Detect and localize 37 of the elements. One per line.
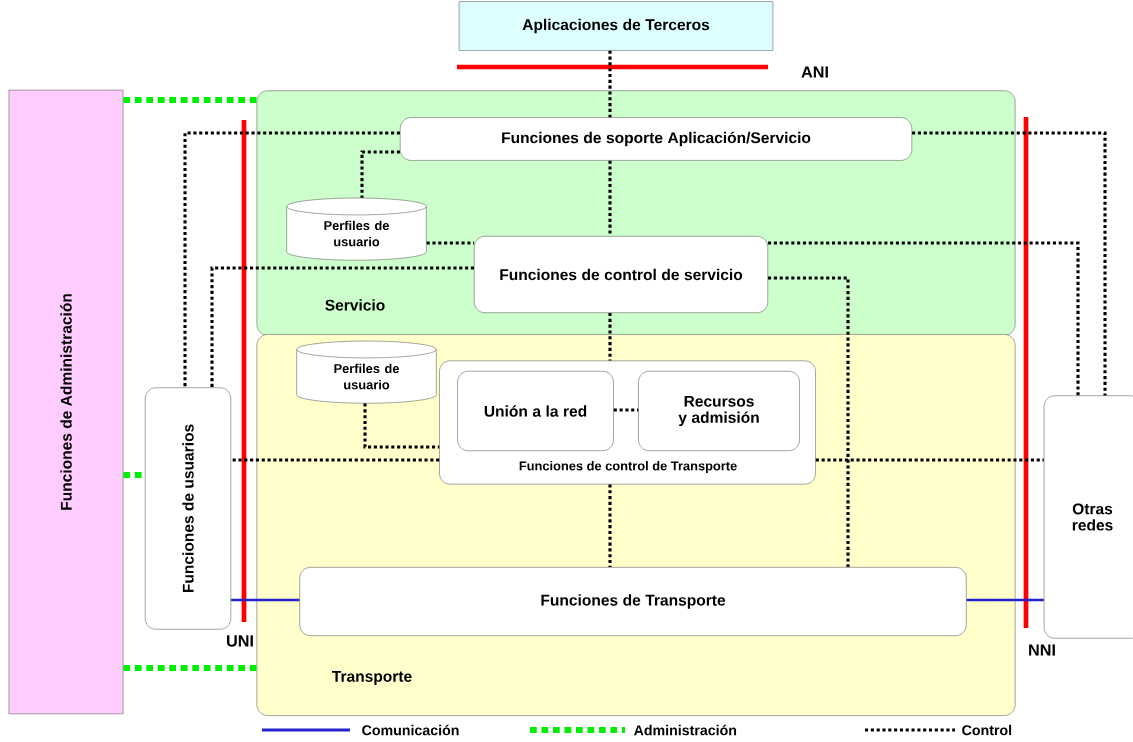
legend-label: Comunicación [362,724,459,736]
network-box: Otras redes [1043,395,1133,639]
function-box: Recursos y admisión [638,370,800,451]
function-box: Funciones de Transporte [299,567,967,636]
user-function-box: Funciones de usuarios [144,387,232,630]
connector-line [768,276,850,568]
connector-line [768,241,1080,396]
interface-label: NNI [1029,644,1055,656]
connector-line [123,471,145,479]
connector-line [912,131,1107,396]
legend-label: Administración [634,724,737,736]
function-box: Funciones de soporte Aplicación/Servicio [399,117,913,161]
connector-line [210,266,474,388]
application-box: Aplicaciones de Terceros [458,1,774,51]
interface-label: UNI [227,635,253,647]
connector-line [360,150,400,198]
connector-line [183,131,400,388]
connector-line [815,458,1044,462]
legend-label: Control [962,724,1012,736]
database-cylinder: Perfiles de usuario [296,340,437,404]
connector-line [608,484,612,568]
connector-line [426,241,474,245]
function-box: Funciones de control de servicio [473,236,769,313]
connector-line [123,664,257,672]
function-box: Unión a la red [457,370,614,451]
database-cylinder: Perfiles de usuario [286,197,427,261]
connector-line [613,408,639,412]
connector-line [231,458,440,462]
connector-line [231,598,300,602]
connector-line [608,50,612,118]
connector-line [363,403,440,449]
connector-line [608,313,612,361]
connector-line [608,160,612,236]
management-column: Funciones de Administración [8,89,124,715]
interface-label: ANI [801,66,828,78]
connector-line [123,96,257,104]
connector-line [966,598,1044,602]
